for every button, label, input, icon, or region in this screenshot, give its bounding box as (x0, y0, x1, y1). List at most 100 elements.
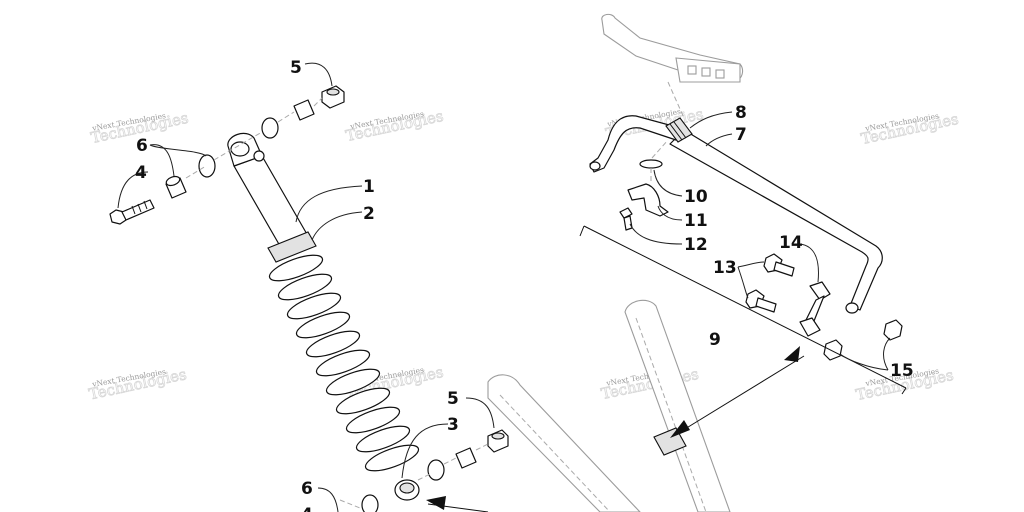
spring-coil (295, 311, 351, 339)
leader-12 (629, 223, 683, 245)
spring-coil (345, 406, 401, 434)
axis-10-11 (650, 139, 669, 182)
spring-coil (325, 368, 381, 396)
assembly-axis-upper (185, 97, 323, 179)
callout-4-upper: 4 (135, 163, 147, 183)
leader-11 (657, 205, 683, 221)
lower-arrow-head (426, 496, 446, 510)
leader-1 (295, 185, 363, 223)
leader-15-a (883, 337, 891, 371)
bolt-12-shank (623, 215, 633, 231)
nut-upper-top (326, 88, 340, 96)
bracket-hole (715, 69, 725, 79)
leader-13-a (737, 261, 765, 268)
sway-bar-left-arm (589, 115, 681, 173)
spring-coil (364, 444, 420, 472)
a-arm-ghost-dash (499, 394, 611, 512)
nut-15-lower (823, 339, 843, 361)
callout-6-lower: 6 (301, 479, 313, 499)
link-lower-eye (799, 317, 821, 337)
shock-top-nut (253, 150, 265, 162)
watermark-2: Technologies vNext Technologies (344, 106, 446, 145)
frame-tube-ghost-dash (635, 317, 707, 512)
install-arrow-head-up (784, 346, 800, 362)
leader-6-lower (317, 487, 339, 512)
callout-12: 12 (684, 235, 708, 255)
shock-body (233, 155, 309, 247)
spacer-lower (455, 447, 477, 469)
leader-13-b (737, 266, 749, 299)
spring-coil (355, 425, 411, 453)
bolt-13-shank-top (773, 261, 795, 277)
bracket-hole (687, 65, 697, 75)
spring-collar (267, 231, 317, 263)
stabilizer-bar (589, 115, 903, 361)
callouts: 5 6 4 1 2 5 3 6 4 8 7 10 11 12 13 14 9 1… (135, 58, 914, 512)
spring-coil (286, 292, 342, 320)
a-arm-ghost (487, 374, 641, 512)
callout-5-upper: 5 (290, 58, 302, 78)
spring-coil (268, 254, 324, 282)
group-lines (426, 225, 907, 512)
mount-ghost-dash (667, 81, 685, 119)
callout-9: 9 (709, 330, 721, 350)
spring-coil (315, 349, 371, 377)
callout-3: 3 (447, 415, 459, 435)
spacer-upper-right (293, 99, 315, 121)
watermark-4: Technologies vNext Technologies (859, 109, 961, 148)
callout-7: 7 (735, 125, 747, 145)
callout-11: 11 (684, 211, 708, 231)
install-arrow-line (679, 355, 805, 433)
leader-14 (799, 243, 819, 283)
sway-bar-left-eye (589, 161, 601, 171)
install-arrow-head-down (670, 420, 690, 438)
callout-5-lower: 5 (447, 389, 459, 409)
leader-6-upper (149, 144, 175, 177)
leader-7 (705, 133, 733, 147)
link-upper-eye (809, 281, 831, 301)
chassis-ghost (339, 13, 744, 512)
coil-spring (268, 254, 420, 472)
leader-3 (401, 423, 449, 479)
bolt-threads (131, 200, 148, 215)
leader-5-upper (304, 62, 333, 87)
sway-bar-end-eye (845, 302, 859, 314)
bracket-hole (701, 67, 711, 77)
leader-lines (117, 62, 891, 512)
callout-14: 14 (779, 233, 803, 253)
group-9-ticks (579, 225, 907, 395)
spring-coil (335, 387, 391, 415)
leader-4-upper (117, 171, 149, 209)
nut-lower-top (491, 432, 505, 440)
shock-bottom-eye-hole (399, 482, 415, 494)
spacer-upper-end (165, 175, 181, 187)
washer-upper (198, 154, 216, 178)
callout-15: 15 (890, 361, 914, 381)
bushing-ribs (669, 121, 687, 141)
washer-lower-left (361, 494, 379, 512)
callout-8: 8 (735, 103, 747, 123)
watermark-5: Technologies vNext Technologies (87, 365, 189, 404)
callout-13: 13 (713, 258, 737, 278)
leader-2 (311, 211, 363, 241)
leader-15-b (839, 353, 889, 371)
bolt-13-shank-bottom (755, 297, 777, 313)
washer-lower (427, 459, 445, 481)
lower-mount-hardware (361, 429, 509, 512)
callout-10: 10 (684, 187, 708, 207)
frame-tube-ghost (624, 299, 731, 512)
assembly-axis-lower (417, 443, 489, 481)
bracket-11 (627, 183, 669, 217)
spring-coil (277, 273, 333, 301)
upper-mount-hardware (109, 85, 345, 225)
leader-5-lower (465, 397, 495, 429)
shock-absorber (227, 132, 420, 501)
shock-top-eye-hole (230, 141, 250, 157)
callout-1: 1 (363, 177, 375, 197)
washer-upper-right (261, 117, 279, 139)
leader-10 (653, 169, 683, 197)
callout-6-upper: 6 (136, 136, 148, 156)
callout-4-lower: 4 (301, 505, 313, 512)
callout-2: 2 (363, 204, 375, 224)
